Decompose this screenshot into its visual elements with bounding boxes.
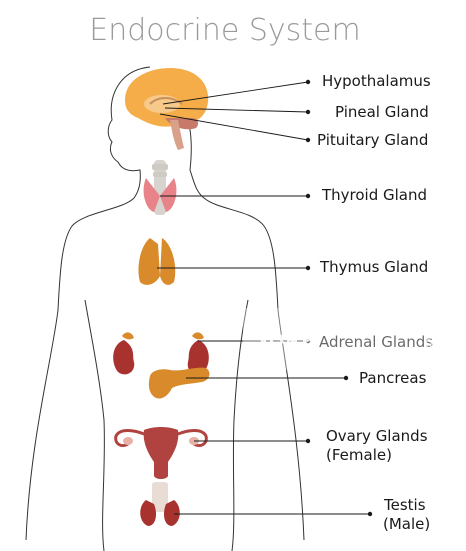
pancreas-icon [148, 367, 210, 399]
thyroid-icon [143, 160, 177, 215]
watermark-code: 038 [425, 337, 448, 351]
leader-dot-pancreas [343, 375, 349, 381]
watermark-brand: VCG [258, 332, 291, 348]
label-pineal: Pineal Gland [335, 103, 429, 121]
leader-dot-pineal [305, 109, 311, 115]
label-testis-line2: (Male) [383, 515, 430, 533]
watermark: VCG 038 [243, 308, 466, 370]
leader-dot-thymus [305, 265, 311, 271]
leader-dot-hypothalamus [305, 79, 311, 85]
label-ovary-line2: (Female) [326, 446, 392, 464]
leader-dot-thyroid [305, 193, 311, 199]
body-outline [25, 66, 305, 551]
label-hypothalamus: Hypothalamus [322, 72, 431, 90]
testis-icon [140, 482, 180, 526]
leader-dot-testis [367, 511, 373, 517]
leader-pituitary [159, 113, 309, 141]
label-testis-line1: Testis [383, 496, 426, 514]
leader-dot-ovary [305, 438, 311, 444]
diagram-title: Endocrine System [89, 13, 360, 48]
uterus-icon [114, 427, 208, 479]
label-ovary-line1: Ovary Glands [326, 427, 428, 445]
leader-dot-pituitary [305, 137, 311, 143]
kidneys-icon [113, 332, 209, 375]
watermark-logo-icon [288, 328, 312, 352]
label-thymus: Thymus Gland [319, 258, 428, 276]
leader-lines [157, 79, 373, 517]
thymus-icon [138, 238, 176, 285]
leader-pineal [164, 107, 309, 113]
watermark-band [243, 308, 466, 370]
label-adrenal: Adrenal Glands [319, 333, 433, 351]
label-thyroid: Thyroid Gland [321, 186, 427, 204]
leader-hypothalamus [162, 81, 309, 105]
label-pancreas: Pancreas [359, 369, 427, 387]
label-pituitary: Pituitary Gland [317, 131, 428, 149]
